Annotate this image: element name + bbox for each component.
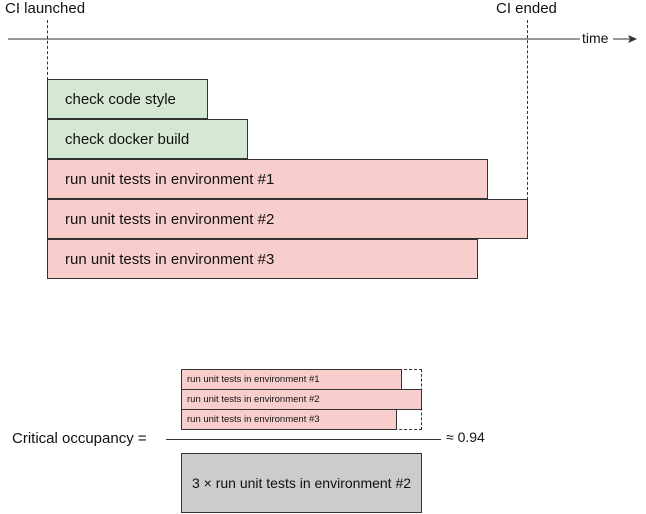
- numerator-label: run unit tests in environment #1: [187, 374, 320, 385]
- numerator-env-1: run unit tests in environment #1: [181, 369, 402, 390]
- ci-start-marker: [47, 20, 48, 80]
- job-label: run unit tests in environment #3: [65, 250, 275, 268]
- job-unit-tests-env-3: run unit tests in environment #3: [47, 239, 478, 279]
- ci-end-marker: [527, 20, 528, 200]
- job-check-docker-build: check docker build: [47, 119, 248, 159]
- formula-denominator: 3 × run unit tests in environment #2: [181, 453, 422, 513]
- numerator-env-2: run unit tests in environment #2: [181, 389, 422, 410]
- ci-launched-label: CI launched: [5, 0, 86, 17]
- numerator-env-3: run unit tests in environment #3: [181, 409, 397, 430]
- numerator-label: run unit tests in environment #3: [187, 414, 320, 425]
- job-label: run unit tests in environment #2: [65, 210, 275, 228]
- time-axis-label: time: [582, 30, 609, 46]
- job-unit-tests-env-2: run unit tests in environment #2: [47, 199, 528, 239]
- job-label: check docker build: [65, 130, 190, 148]
- fraction-bar: [166, 439, 441, 440]
- formula-result: ≈ 0.94: [446, 429, 485, 445]
- job-unit-tests-env-1: run unit tests in environment #1: [47, 159, 488, 199]
- denominator-label: 3 × run unit tests in environment #2: [191, 475, 412, 491]
- job-check-code-style: check code style: [47, 79, 208, 119]
- time-axis: [8, 35, 637, 43]
- numerator-label: run unit tests in environment #2: [187, 394, 320, 405]
- job-label: run unit tests in environment #1: [65, 170, 275, 188]
- critical-occupancy-label: Critical occupancy =: [12, 430, 147, 447]
- time-axis-arrowhead: [628, 35, 637, 43]
- job-label: check code style: [65, 90, 176, 108]
- ci-ended-label: CI ended: [496, 0, 557, 17]
